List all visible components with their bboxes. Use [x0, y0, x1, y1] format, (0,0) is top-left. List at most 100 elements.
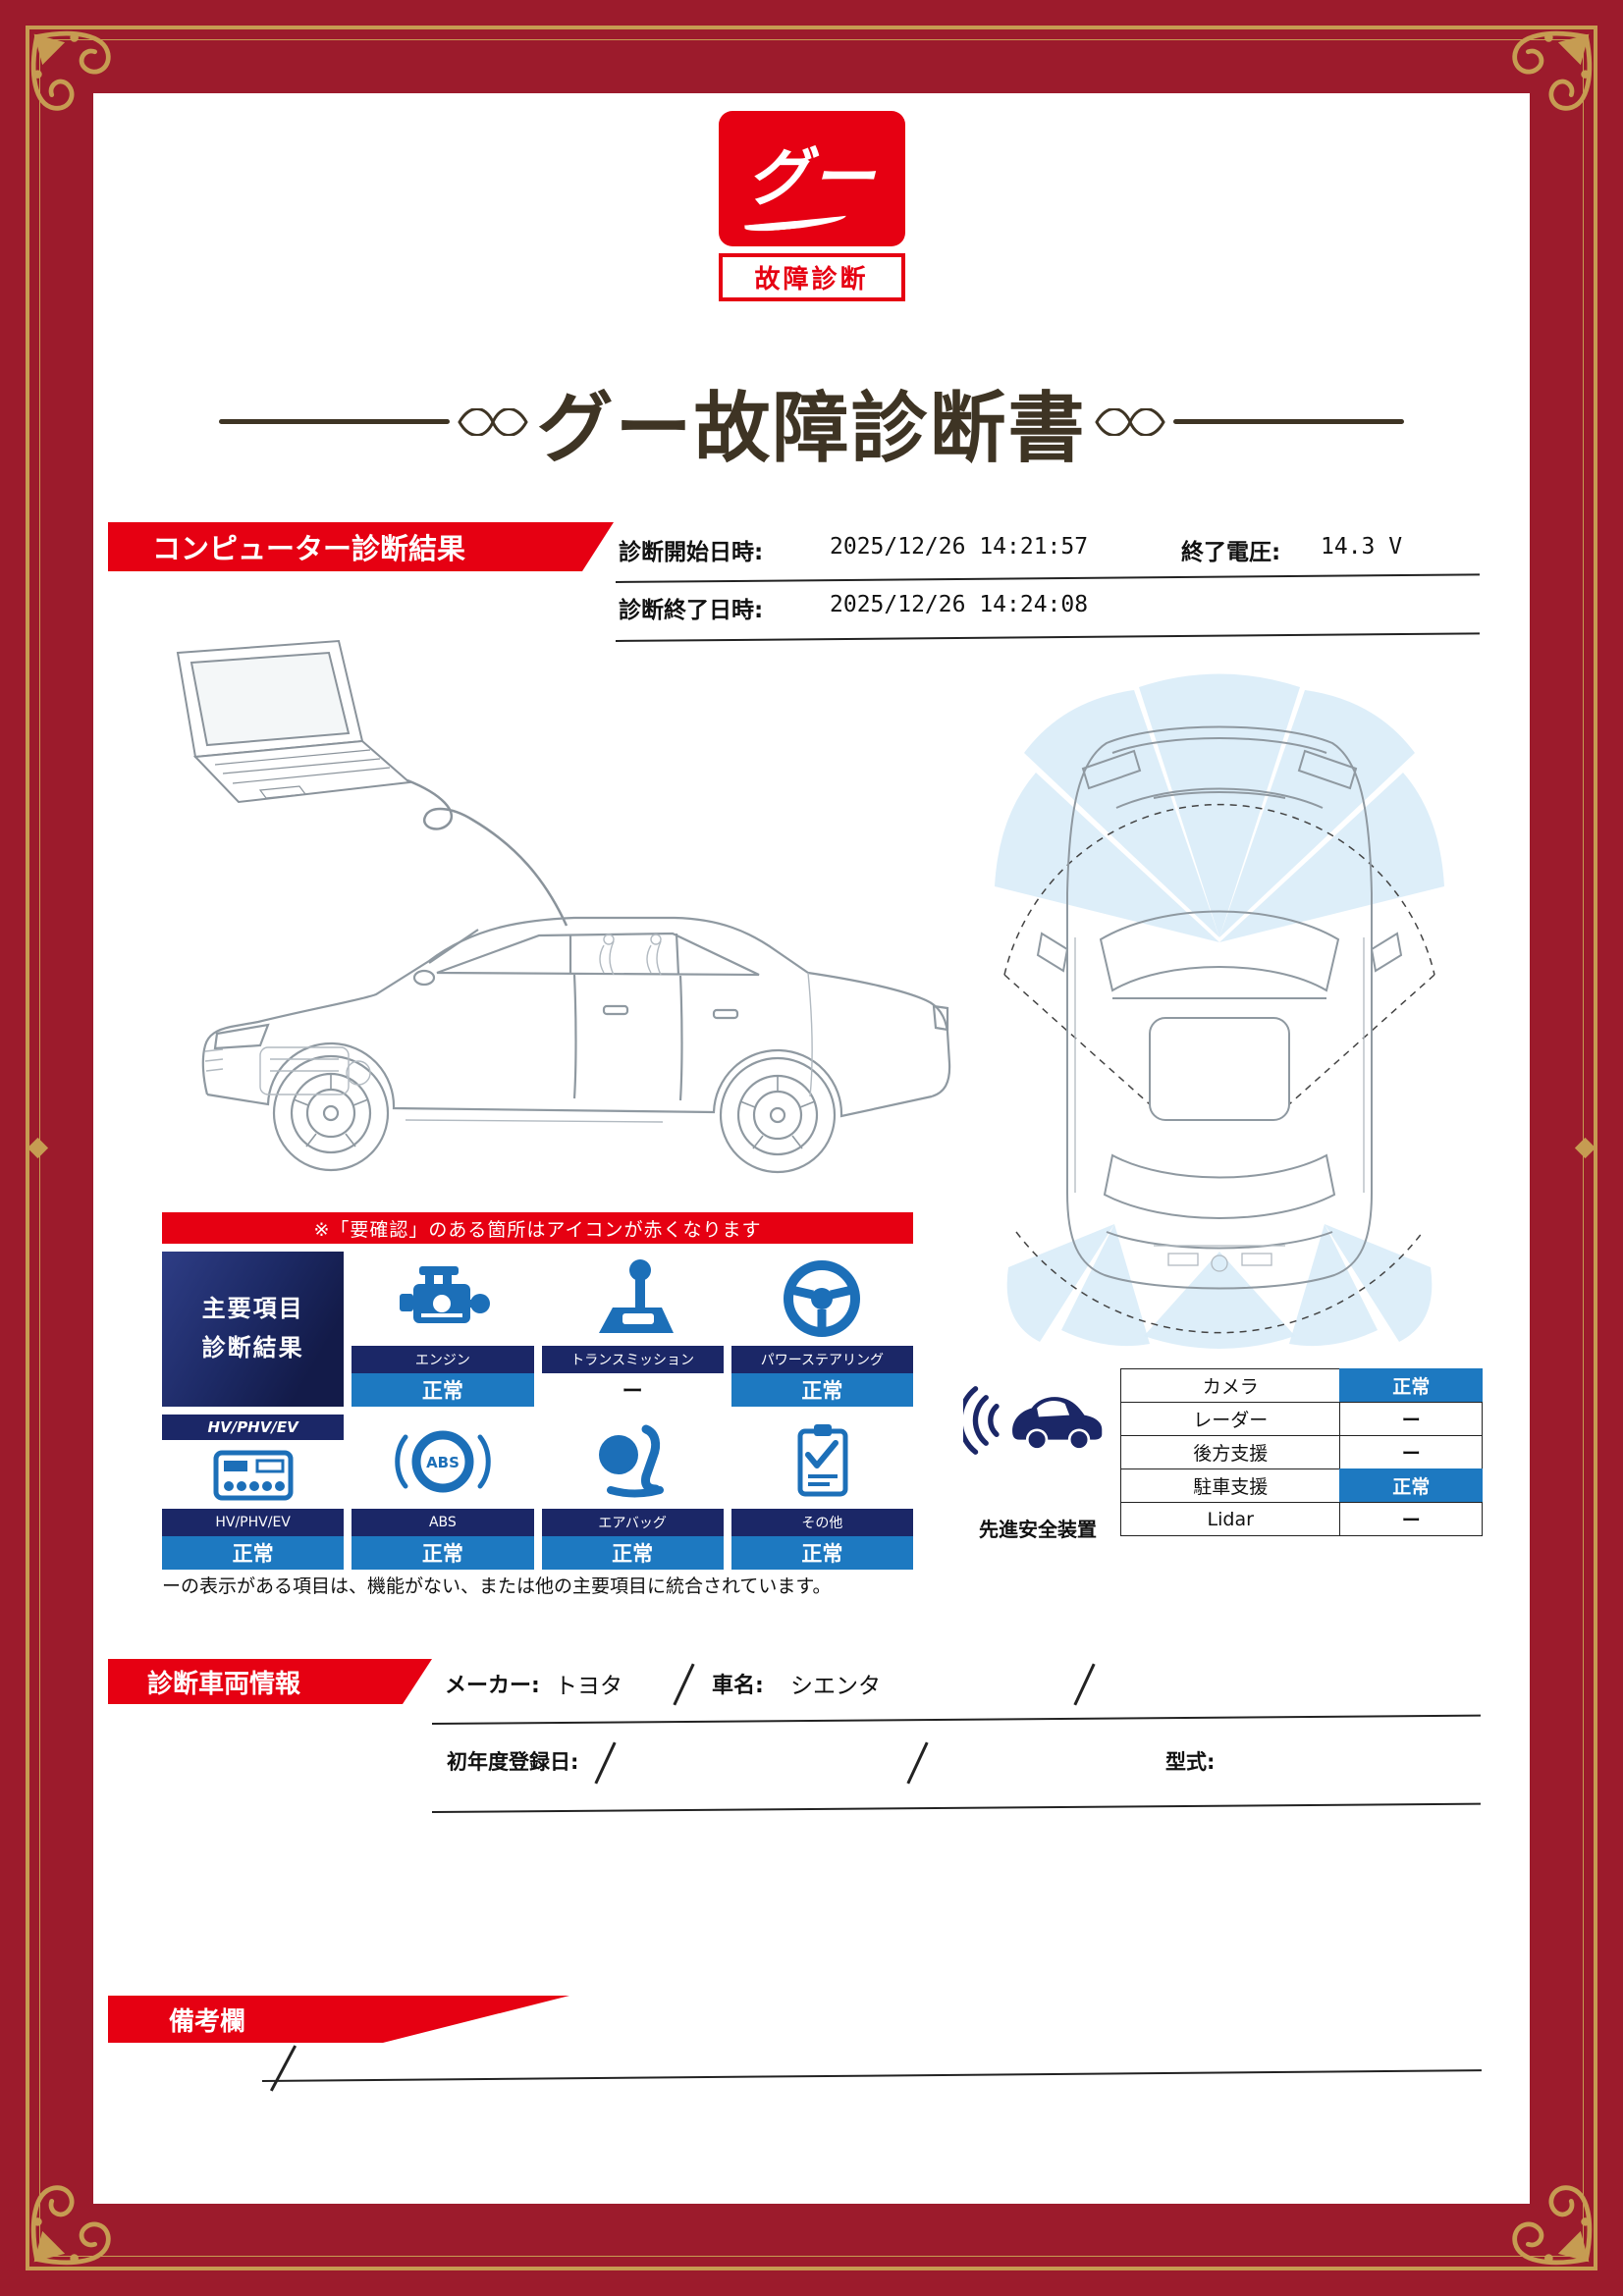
corner-flourish-icon: [1512, 30, 1593, 111]
engine-icon: [399, 1266, 490, 1323]
grid-footnote: ーの表示がある項目は、機能がない、または他の主要項目に統合されています。: [162, 1575, 832, 1597]
safety-device-name: 駐車支援: [1120, 1468, 1341, 1503]
diagnostic-item-status: ー: [541, 1373, 724, 1407]
car-top-view-wireframe: [1036, 725, 1403, 1290]
diagnostic-item-engine: エンジン 正常: [352, 1252, 534, 1407]
diagnostic-item-status: 正常: [162, 1536, 345, 1570]
table-row: 後方支援 ー: [1120, 1435, 1483, 1469]
model-code-label: 型式:: [1165, 1750, 1216, 1774]
main-results-header: 主要項目 診断結果: [162, 1252, 345, 1407]
advanced-safety-panel: 先進安全装置 カメラ 正常 レーダー ー 後方支援 ー 駐車支援 正常: [955, 1368, 1483, 1544]
diagnostic-item-label: パワーステアリング: [730, 1346, 913, 1373]
advanced-safety-label: 先進安全装置: [979, 1518, 1097, 1541]
car-sensor-waves-icon: [963, 1386, 1103, 1455]
abs-icon: ABS: [395, 1430, 491, 1493]
start-datetime-value: 2025/12/26 14:21:57: [830, 534, 1089, 560]
diagnostic-item-label: ABS: [352, 1509, 534, 1536]
diagnostic-item-status: 正常: [730, 1536, 913, 1570]
goo-logo-text: グー: [746, 142, 877, 215]
section-banner-remarks: 備考欄: [108, 1996, 569, 2043]
safety-device-status: ー: [1339, 1402, 1483, 1436]
diagnostic-item-power-steering: パワーステアリング 正常: [730, 1252, 913, 1407]
section-banner-vehicle-info: 診断車両情報: [108, 1659, 432, 1704]
first-registration-label: 初年度登録日:: [447, 1750, 579, 1774]
maker-label: メーカー:: [445, 1674, 540, 1698]
diagnostic-item-transmission: トランスミッション ー: [541, 1252, 724, 1407]
end-voltage-label: 終了電圧:: [1181, 540, 1281, 565]
table-row: Lidar ー: [1120, 1502, 1483, 1536]
form-slash: [673, 1663, 695, 1706]
hv-phv-ev-header: HV/PHV/EV: [162, 1415, 345, 1440]
diagnostic-item-label: トランスミッション: [541, 1346, 724, 1373]
checklist-clipboard-icon: [797, 1424, 848, 1497]
diagnostic-results-grid: 主要項目 診断結果: [162, 1252, 913, 1570]
report-title-row: グー故障診断書: [147, 370, 1476, 473]
form-rule: [615, 573, 1480, 583]
safety-device-status: 正常: [1339, 1368, 1483, 1403]
diagnostic-item-status: 正常: [352, 1373, 534, 1407]
main-results-header-line2: 診断結果: [201, 1334, 304, 1362]
diagnostic-item-status: 正常: [730, 1373, 913, 1407]
abs-icon-text: ABS: [426, 1454, 460, 1471]
safety-device-status: 正常: [1339, 1468, 1483, 1503]
top-view-car-sensor-illustration: [995, 673, 1444, 1349]
goo-logo: グー 故障診断: [718, 111, 905, 301]
title-rule-left: [219, 419, 451, 424]
form-slash: [269, 2045, 298, 2092]
edge-ornament: [27, 1137, 49, 1159]
corner-flourish-icon: [30, 2185, 111, 2266]
form-slash: [906, 1741, 929, 1785]
goo-logo-subtitle: 故障診断: [718, 253, 905, 301]
diagnostic-item-label: その他: [730, 1509, 913, 1536]
laptop-icon: [176, 639, 412, 804]
diagnostic-item-airbag: エアバッグ 正常: [541, 1415, 724, 1570]
ev-battery-icon: [213, 1450, 294, 1501]
start-datetime-label: 診断開始日時:: [619, 540, 764, 565]
table-row: レーダー ー: [1120, 1402, 1483, 1436]
diagnostic-item-label: エアバッグ: [541, 1509, 724, 1536]
transmission-shifter-icon: [599, 1259, 675, 1333]
safety-device-status: ー: [1339, 1435, 1483, 1469]
side-view-car-diagnostic-illustration: [176, 639, 951, 1174]
form-slash: [1073, 1663, 1096, 1706]
goo-logo-box: グー: [718, 111, 905, 246]
safety-device-name: カメラ: [1120, 1368, 1341, 1403]
form-rule: [261, 2069, 1482, 2082]
diagnostic-item-status: 正常: [352, 1536, 534, 1570]
airbag-icon: [599, 1424, 665, 1498]
car-name-value: シエンタ: [790, 1674, 881, 1699]
table-row: 駐車支援 正常: [1120, 1468, 1483, 1503]
page-title: グー故障診断書: [536, 384, 1087, 473]
end-datetime-value: 2025/12/26 14:24:08: [830, 592, 1089, 617]
safety-device-name: Lidar: [1120, 1502, 1341, 1536]
section-banner-computer-diagnosis: コンピューター診断結果: [108, 522, 614, 571]
safety-device-name: レーダー: [1120, 1402, 1341, 1436]
obd-cable: [406, 778, 568, 927]
diagnostic-item-status: 正常: [541, 1536, 724, 1570]
diagnostic-item-abs: ABS ABS 正常: [352, 1415, 534, 1570]
form-rule: [431, 1802, 1481, 1813]
warning-note-bar: ※「要確認」のある箇所はアイコンが赤くなります: [162, 1212, 913, 1244]
diagnostic-item-hv-phv-ev: HV/PHV/EV HV/PHV/EV 正常: [162, 1415, 345, 1570]
sensor-range-dashed-arcs: [1003, 803, 1435, 1334]
safety-device-name: 後方支援: [1120, 1435, 1341, 1469]
diagnostic-item-other: その他 正常: [730, 1415, 913, 1570]
report-page: グー 故障診断 グー故障診断書 コンピューター診断結果 診断開始日時: 2025…: [93, 93, 1530, 2204]
end-voltage-value: 14.3 V: [1321, 534, 1403, 560]
diagnostic-item-label: HV/PHV/EV: [162, 1509, 345, 1536]
main-results-header-line1: 主要項目: [201, 1295, 304, 1323]
form-rule: [431, 1714, 1481, 1725]
edge-ornament: [1574, 1137, 1596, 1159]
car-name-label: 車名:: [712, 1674, 764, 1698]
sedan-wireframe-detail: [204, 934, 813, 1123]
title-flourish-icon: [1095, 407, 1164, 436]
title-rule-right: [1172, 419, 1404, 424]
car-top-view-detail: [1074, 937, 1365, 1272]
end-datetime-label: 診断終了日時:: [619, 598, 764, 623]
safety-device-table: カメラ 正常 レーダー ー 後方支援 ー 駐車支援 正常 Lidar ー: [1120, 1368, 1483, 1544]
steering-wheel-icon: [784, 1260, 861, 1337]
table-row: カメラ 正常: [1120, 1368, 1483, 1403]
safety-device-status: ー: [1339, 1502, 1483, 1536]
diagnostic-item-label: エンジン: [352, 1346, 534, 1373]
